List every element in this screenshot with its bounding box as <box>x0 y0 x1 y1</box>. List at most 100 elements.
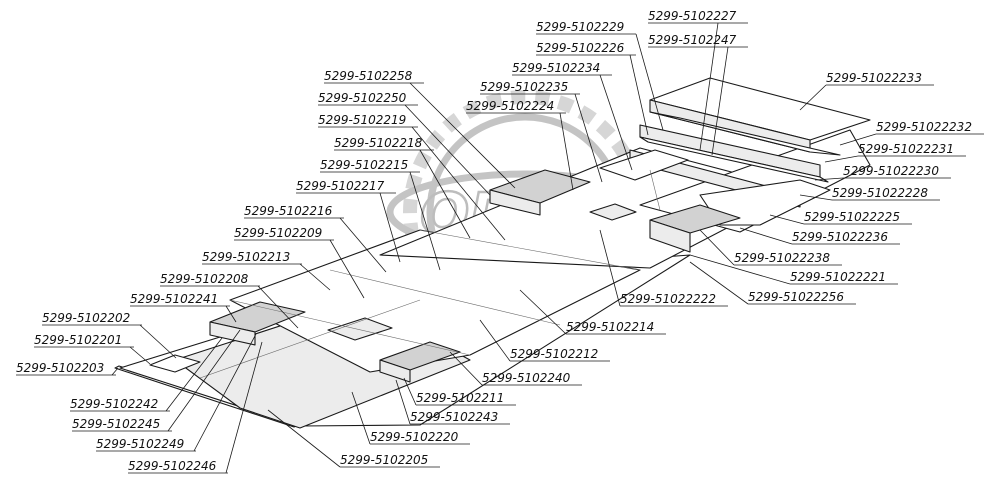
callout-5299-5102241: 5299-5102241 <box>130 292 237 323</box>
callout-5299-51022236: 5299-51022236 <box>739 227 900 245</box>
box-rear-right-side <box>649 219 691 253</box>
floor-assembly <box>114 77 871 429</box>
part-label: 5299-5102216 <box>244 204 333 218</box>
part-label: 5299-5102243 <box>410 410 498 424</box>
wheel-arch-front-left-side <box>209 321 256 346</box>
callout-5299-5102247: 5299-5102247 <box>648 33 748 156</box>
step-3 <box>639 136 829 183</box>
callout-5299-5102249: 5299-5102249 <box>96 333 257 452</box>
part-label: 5299-5102245 <box>72 417 160 431</box>
part-label: 5299-5102258 <box>324 69 413 83</box>
callout-5299-51022230: 5299-51022230 <box>814 164 951 181</box>
callout-5299-5102245: 5299-5102245 <box>72 329 241 432</box>
part-label: 5299-5102247 <box>648 33 737 47</box>
part-label: 5299-5102219 <box>318 113 406 127</box>
part-label: 5299-5102227 <box>648 9 737 23</box>
part-label: 5299-5102241 <box>130 292 218 306</box>
callout-5299-5102209: 5299-5102209 <box>234 226 365 299</box>
part-label: 5299-5102235 <box>480 80 568 94</box>
part-label: 5299-5102217 <box>296 179 385 193</box>
callout-5299-5102227: 5299-5102227 <box>648 9 748 151</box>
part-label: 5299-5102202 <box>42 311 130 325</box>
callout-5299-5102246: 5299-5102246 <box>128 341 263 474</box>
callout-5299-5102211: 5299-5102211 <box>403 377 516 406</box>
part-label: 5299-5102208 <box>160 272 249 286</box>
hatch-opening-rear <box>589 203 637 221</box>
callout-5299-5102243: 5299-5102243 <box>395 379 510 425</box>
step-2 <box>649 111 841 156</box>
part-label: 5299-51022233 <box>826 71 922 85</box>
part-label: 5299-5102214 <box>566 320 654 334</box>
callout-5299-51022256: 5299-51022256 <box>689 261 856 305</box>
part-label: 5299-5102209 <box>234 226 322 240</box>
part-label: 5299-5102250 <box>318 91 407 105</box>
part-label: 5299-51022222 <box>620 292 716 306</box>
callout-5299-5102226: 5299-5102226 <box>536 41 649 136</box>
callout-5299-5102219: 5299-5102219 <box>318 113 506 241</box>
callout-5299-51022221: 5299-51022221 <box>689 254 898 285</box>
part-label: 5299-5102220 <box>370 430 459 444</box>
callout-5299-5102234: 5299-5102234 <box>512 61 633 171</box>
part-label: 5299-5102246 <box>128 459 217 473</box>
callout-5299-5102235: 5299-5102235 <box>480 80 603 183</box>
callout-5299-5102242: 5299-5102242 <box>70 337 223 412</box>
callout-5299-51022232: 5299-51022232 <box>839 120 984 146</box>
floor-panel-center <box>229 229 641 373</box>
callout-5299-5102240: 5299-5102240 <box>449 351 582 386</box>
callout-5299-5102218: 5299-5102218 <box>334 136 471 239</box>
part-label: 5299-5102211 <box>416 391 504 405</box>
wheel-arch-front-right-side <box>379 359 411 383</box>
floor-piece-front-left <box>149 354 201 373</box>
callout-5299-5102229: 5299-5102229 <box>536 20 664 131</box>
part-label: 5299-51022225 <box>804 210 900 224</box>
callout-5299-5102215: 5299-5102215 <box>320 158 441 271</box>
part-label: 5299-5102229 <box>536 20 624 34</box>
callout-5299-51022231: 5299-51022231 <box>824 142 966 163</box>
part-label: 5299-51022256 <box>748 290 844 304</box>
callout-5299-51022222: 5299-51022222 <box>599 229 728 307</box>
callout-5299-5102208: 5299-5102208 <box>160 272 299 329</box>
callout-5299-51022238: 5299-51022238 <box>699 229 842 266</box>
part-label: 5299-51022238 <box>734 251 830 265</box>
callout-5299-5102258: 5299-5102258 <box>324 69 516 189</box>
part-label: 5299-5102218 <box>334 136 423 150</box>
part-label: 5299-51022230 <box>843 164 939 178</box>
callout-5299-5102214: 5299-5102214 <box>519 289 666 335</box>
part-label: 5299-5102215 <box>320 158 408 172</box>
callout-5299-5102217: 5299-5102217 <box>296 179 401 263</box>
part-label: 5299-5102234 <box>512 61 600 75</box>
part-label: 5299-51022232 <box>876 120 972 134</box>
callout-5299-5102216: 5299-5102216 <box>244 204 387 273</box>
part-label: 5299-51022228 <box>832 186 928 200</box>
part-label: 5299-51022231 <box>858 142 954 156</box>
callout-5299-51022225: 5299-51022225 <box>769 210 912 225</box>
part-label: 5299-5102213 <box>202 250 290 264</box>
wheel-arch-box-center-side <box>489 189 541 216</box>
callout-5299-5102212: 5299-5102212 <box>479 319 610 362</box>
callouts: 5299-5102229 5299-5102227 5299-5102226 5… <box>16 9 984 474</box>
part-label: 5299-5102226 <box>536 41 625 55</box>
hatch-opening-front <box>327 317 393 341</box>
part-label: 5299-5102205 <box>340 453 428 467</box>
part-label: 5299-5102201 <box>34 333 122 347</box>
callout-5299-5102250: 5299-5102250 <box>318 91 491 196</box>
callout-5299-5102205: 5299-5102205 <box>267 409 440 468</box>
callout-5299-5102203: 5299-5102203 <box>16 361 119 376</box>
part-label: 5299-5102249 <box>96 437 184 451</box>
callout-5299-5102220: 5299-5102220 <box>351 391 470 445</box>
part-label: 5299-5102242 <box>70 397 158 411</box>
part-label: 5299-51022236 <box>792 230 888 244</box>
part-label: 5299-5102212 <box>510 347 598 361</box>
callout-5299-5102224: 5299-5102224 <box>466 99 574 191</box>
part-label: 5299-5102224 <box>466 99 554 113</box>
part-label: 5299-5102240 <box>482 371 571 385</box>
callout-5299-5102213: 5299-5102213 <box>202 250 331 291</box>
callout-5299-51022228: 5299-51022228 <box>799 186 940 201</box>
part-label: 5299-51022221 <box>790 270 886 284</box>
callout-5299-51022233: 5299-51022233 <box>799 71 934 111</box>
part-label: 5299-5102203 <box>16 361 104 375</box>
callout-5299-5102202: 5299-5102202 <box>42 311 177 359</box>
callout-5299-5102201: 5299-5102201 <box>34 333 151 365</box>
center-step <box>599 149 689 181</box>
